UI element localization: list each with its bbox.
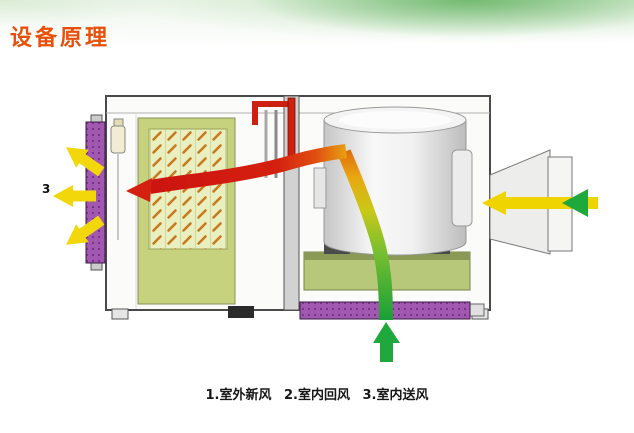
- fresh-air-green-arrowhead: [562, 189, 588, 217]
- legend-item-return-air: 2.室内回风: [284, 388, 350, 403]
- supply-arrowhead: [126, 178, 152, 202]
- return-air-riser: [337, 149, 393, 321]
- legend-item-supply-air: 3.室内送风: [362, 388, 429, 403]
- drain-box: [228, 306, 254, 318]
- left-foot: [111, 308, 129, 320]
- fresh-air-inlet: [482, 189, 598, 217]
- fresh-air-yellow-arrowhead: [482, 191, 506, 215]
- page-title: 设备原理: [10, 26, 111, 51]
- rotor-drum: [313, 106, 473, 256]
- heat-exchanger-panel: [137, 117, 236, 305]
- legend-item-fresh-air: 1.室外新风: [205, 388, 272, 403]
- drum-motor: [451, 149, 473, 227]
- drum-left-tab: [313, 167, 327, 209]
- filter-canister: [110, 118, 126, 240]
- supply-arrow-up: [66, 147, 105, 177]
- legend: 1.室外新风 2.室内回风 3.室内送风: [0, 384, 634, 403]
- supply-arrow-middle: [53, 185, 96, 207]
- supply-outlet-arrows: [53, 147, 105, 245]
- supply-air-number-label: 3: [42, 182, 50, 196]
- return-air-inlet-arrow: [373, 322, 400, 362]
- supply-arrow-down: [66, 215, 105, 245]
- supply-air-arrow: [126, 144, 347, 202]
